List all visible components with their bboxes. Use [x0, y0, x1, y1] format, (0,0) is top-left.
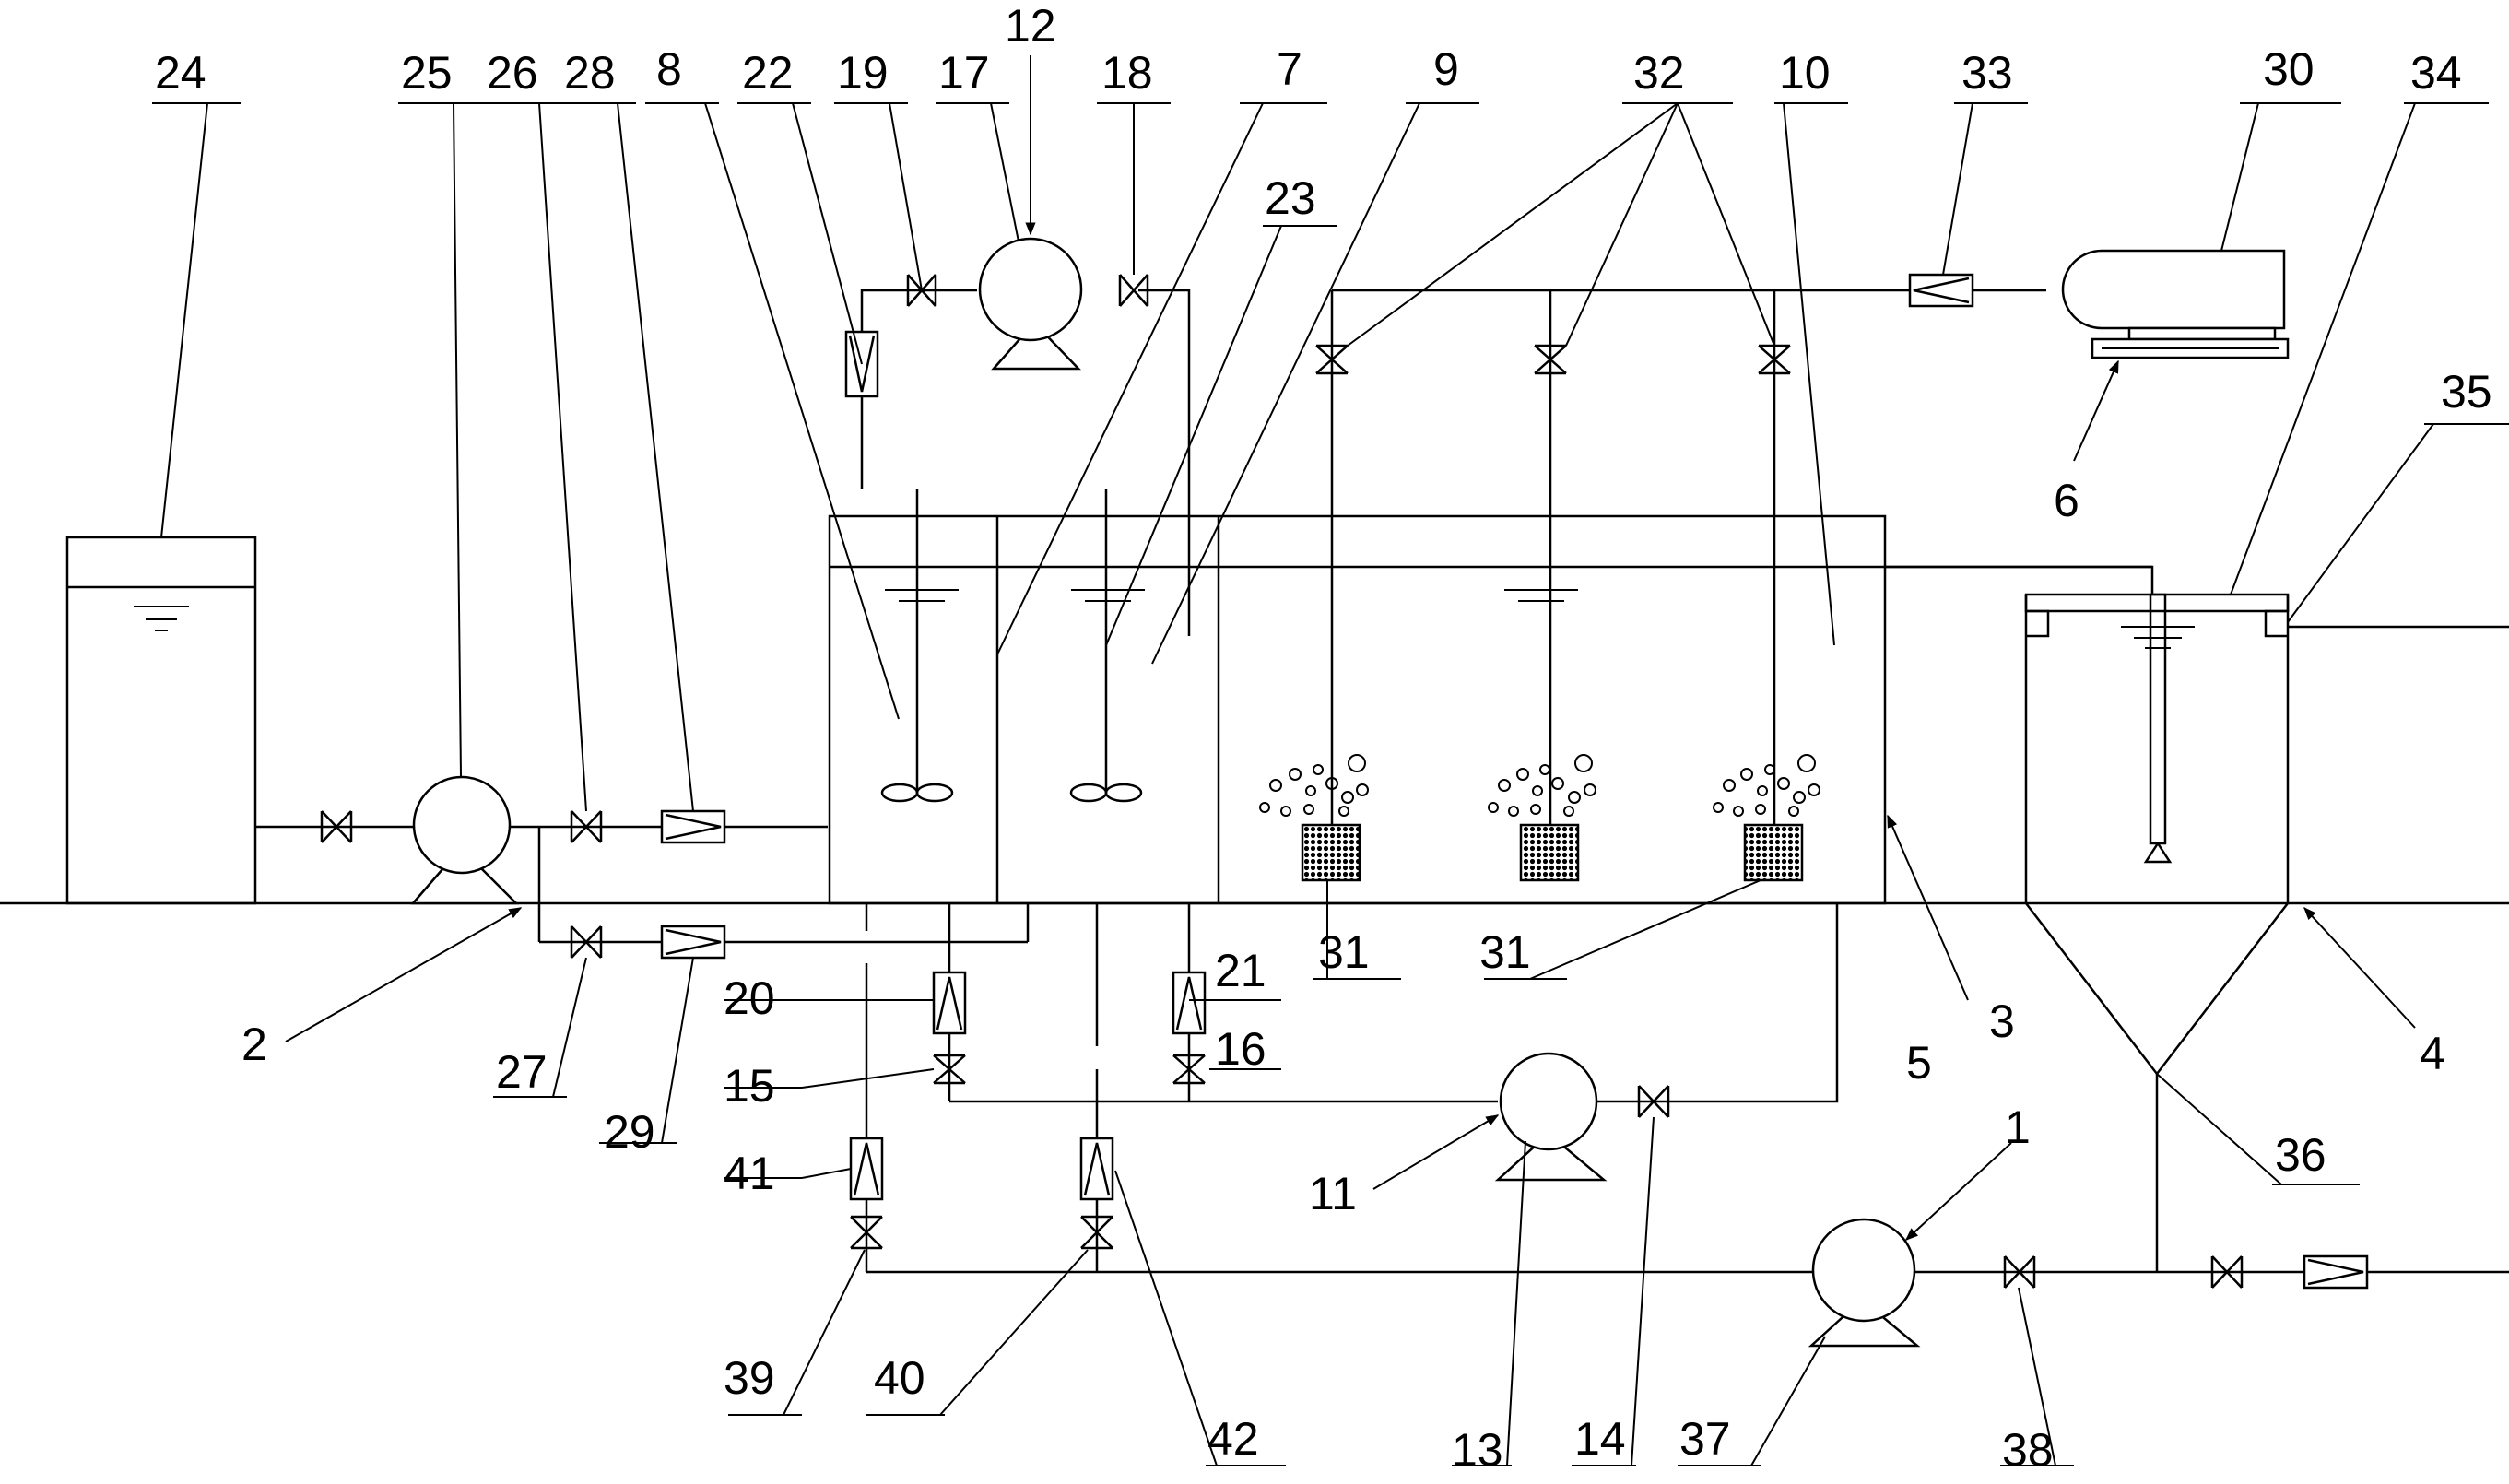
- pipe-reactor-to-settler: [1885, 565, 2154, 595]
- flowmeter-42-icon: [1079, 1137, 1114, 1201]
- valve-38-icon: [2003, 1255, 2036, 1289]
- label-28: 28: [564, 47, 616, 99]
- label-11: 11: [1309, 1168, 1357, 1219]
- label-10: 10: [1779, 47, 1831, 99]
- label-20: 20: [724, 972, 775, 1024]
- valve-26-icon: [570, 810, 603, 843]
- label-8: 8: [656, 43, 682, 95]
- label-34: 34: [2410, 47, 2462, 99]
- label-18: 18: [1101, 47, 1153, 99]
- valve-40-icon: [1080, 1215, 1113, 1250]
- label-9: 9: [1433, 43, 1459, 95]
- label-24: 24: [155, 47, 206, 99]
- valve-discharge-icon: [2210, 1255, 2244, 1289]
- label-5: 5: [1906, 1037, 1932, 1089]
- label-22: 22: [742, 47, 794, 99]
- label-27: 27: [496, 1046, 548, 1098]
- check-valve-29-icon: [660, 925, 726, 960]
- pump-12-icon: [978, 237, 1083, 371]
- label-38: 38: [2002, 1424, 2054, 1476]
- diffuser-2-icon: [1519, 823, 1580, 882]
- label-40: 40: [874, 1352, 925, 1404]
- pipe-pump11-main: [949, 903, 1839, 1103]
- label-6: 6: [2054, 475, 2079, 526]
- check-valve-28-icon: [660, 809, 726, 844]
- label-15: 15: [724, 1060, 775, 1112]
- label-35: 35: [2441, 366, 2492, 418]
- diffuser-1-icon: [1301, 823, 1361, 882]
- sedimentation-tank-4: [2024, 593, 2509, 1077]
- label-36: 36: [2275, 1129, 2326, 1181]
- label-31b: 31: [1479, 926, 1531, 978]
- valve-16-icon: [1172, 1054, 1206, 1085]
- label-7: 7: [1277, 43, 1302, 95]
- valve-32c-icon: [1758, 344, 1791, 375]
- label-30: 30: [2263, 43, 2315, 95]
- label-4: 4: [2420, 1028, 2445, 1079]
- valve-14-icon: [1637, 1085, 1670, 1118]
- blower-30-icon: [2061, 249, 2290, 359]
- label-21: 21: [1215, 945, 1266, 996]
- label-23: 23: [1265, 172, 1316, 224]
- pipe-pump12-loop: [860, 289, 1191, 636]
- valve-15-icon: [933, 1054, 966, 1085]
- label-14: 14: [1574, 1413, 1626, 1465]
- label-31a: 31: [1318, 926, 1370, 978]
- label-3: 3: [1989, 995, 2015, 1047]
- label-37: 37: [1679, 1413, 1731, 1465]
- flowmeter-41-icon: [849, 1137, 884, 1201]
- valve-27-icon: [570, 925, 603, 959]
- label-17: 17: [938, 47, 990, 99]
- check-valve-discharge-icon: [2303, 1254, 2369, 1290]
- diffuser-3-icon: [1743, 823, 1804, 882]
- pump-1-icon: [1808, 1218, 1921, 1348]
- valve-icon: [320, 810, 353, 843]
- valve-32a-icon: [1315, 344, 1349, 375]
- label-19: 19: [837, 47, 889, 99]
- label-32: 32: [1633, 47, 1685, 99]
- stirrer-9-icon: [1069, 489, 1143, 803]
- label-41: 41: [724, 1148, 775, 1199]
- label-2: 2: [241, 1019, 267, 1070]
- label-33: 33: [1961, 47, 2013, 99]
- label-12: 12: [1005, 0, 1056, 52]
- leader-lines: [152, 102, 2509, 1466]
- pump-11-icon: [1494, 1052, 1608, 1182]
- check-valve-33-icon: [1908, 273, 1974, 308]
- storage-tank-24: [65, 536, 257, 905]
- label-42: 42: [1207, 1413, 1259, 1465]
- flowmeter-21-icon: [1172, 971, 1207, 1035]
- stirrer-8-icon: [880, 489, 954, 803]
- reactor-tank-3: [828, 514, 2152, 905]
- valve-18-icon: [1118, 274, 1149, 307]
- label-16: 16: [1215, 1023, 1266, 1075]
- flowmeter-20-icon: [932, 971, 967, 1035]
- air-bubbles: [1259, 754, 1820, 817]
- label-1: 1: [2005, 1101, 2031, 1153]
- leader-arrows: [285, 55, 2416, 1241]
- label-29: 29: [604, 1106, 655, 1158]
- callout-labels: 24 25 26 28 8 22 19 17 12 18 7 23 9 32 1…: [155, 0, 2492, 1476]
- pump-25-icon: [410, 775, 520, 905]
- label-13: 13: [1452, 1424, 1503, 1476]
- label-25: 25: [401, 47, 453, 99]
- label-39: 39: [724, 1352, 775, 1404]
- label-26: 26: [487, 47, 538, 99]
- valve-39-icon: [850, 1215, 883, 1250]
- valve-32b-icon: [1534, 344, 1567, 375]
